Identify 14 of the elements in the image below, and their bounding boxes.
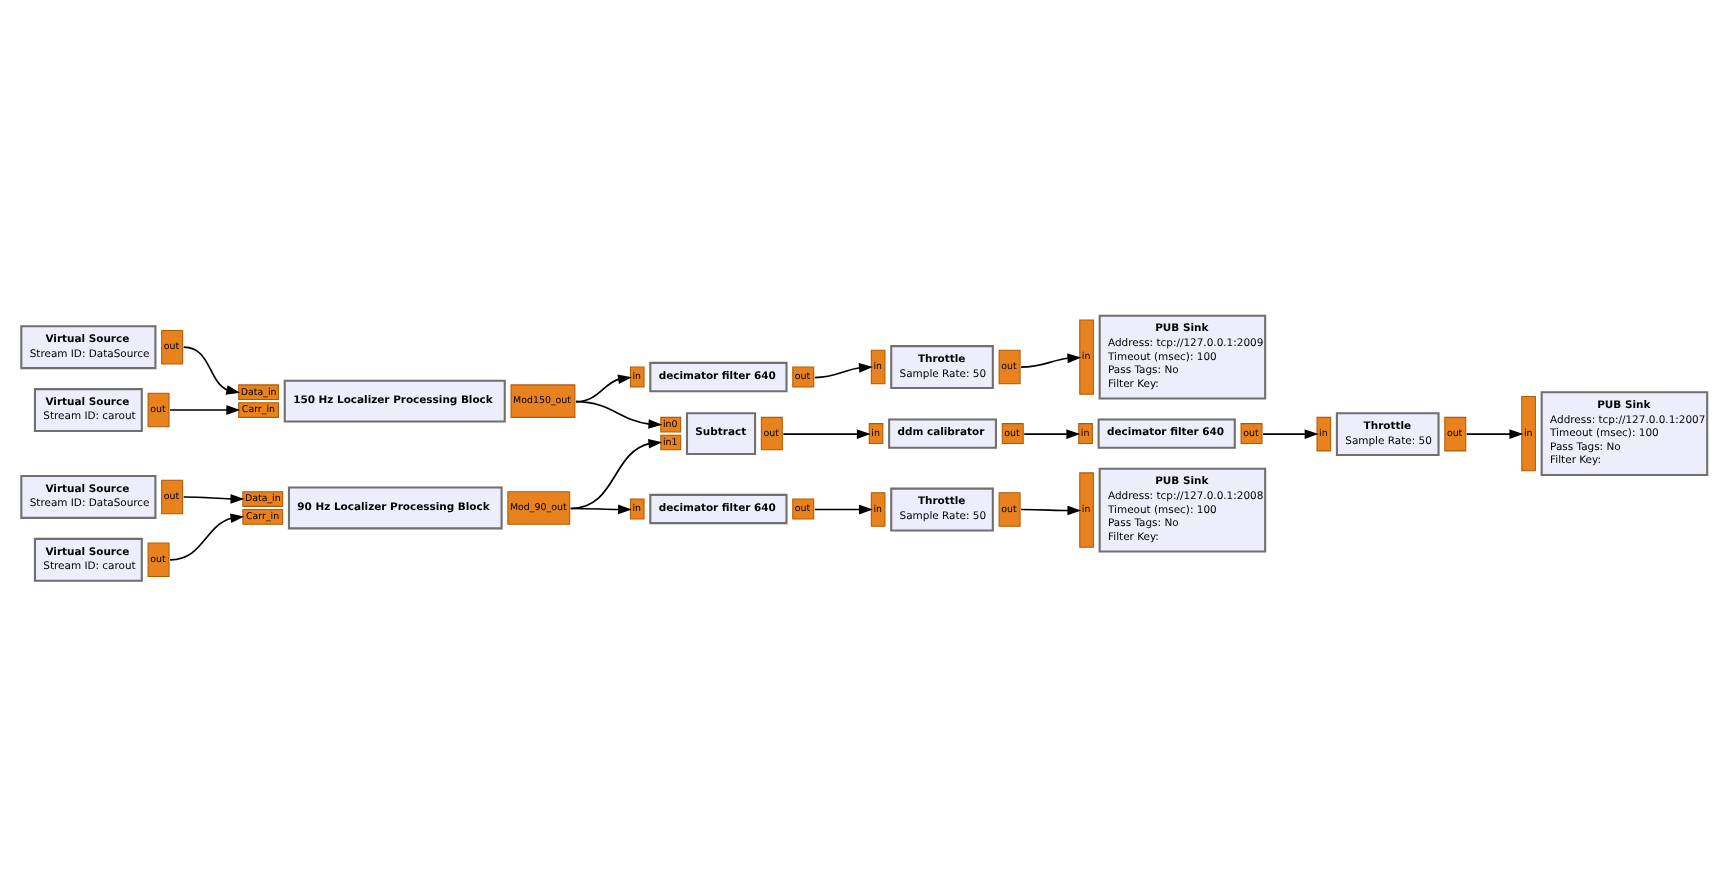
arrow <box>169 405 241 415</box>
arrow <box>182 494 245 504</box>
arrow <box>575 374 632 403</box>
arrow <box>1262 429 1319 439</box>
arrow <box>569 438 663 510</box>
arrow <box>1465 429 1524 439</box>
arrow <box>813 363 873 379</box>
arrow <box>1020 353 1082 368</box>
arrow <box>575 400 663 429</box>
arrow <box>1023 429 1081 439</box>
arrow <box>813 504 873 515</box>
arrow <box>782 429 871 439</box>
arrow <box>569 504 632 515</box>
arrow <box>1020 505 1082 516</box>
